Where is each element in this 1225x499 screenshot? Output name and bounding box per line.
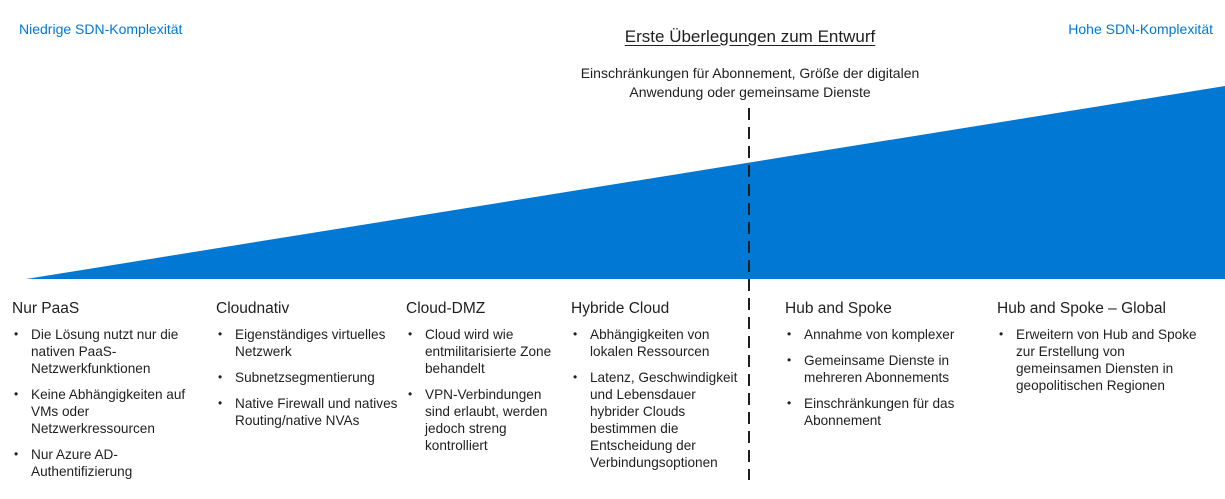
bullet-item: Latenz, Geschwindigkeit und Lebensdauer …	[571, 369, 747, 471]
bullet-item: Native Firewall und natives Routing/nati…	[216, 395, 402, 429]
bullet-item: Keine Abhängigkeiten auf VMs oder Netzwe…	[12, 386, 212, 437]
bullet-list: Erweitern von Hub and Spoke zur Erstellu…	[997, 326, 1202, 394]
column-hub-and-spoke-global: Hub and Spoke – Global Erweitern von Hub…	[997, 300, 1202, 403]
bullet-item: VPN-Verbindungen sind erlaubt, werden je…	[406, 386, 568, 454]
bullet-item: Einschränkungen für das Abonnement	[785, 395, 981, 429]
column-title: Hub and Spoke – Global	[997, 300, 1166, 317]
column-title: Cloud-DMZ	[406, 300, 486, 317]
complexity-wedge	[26, 86, 1225, 279]
column-title: Hybride Cloud	[571, 300, 670, 317]
bullet-list: Eigenständiges virtuelles Netzwerk Subne…	[216, 326, 402, 429]
column-title: Nur PaaS	[12, 300, 80, 317]
bullet-list: Cloud wird wie entmilitarisierte Zone be…	[406, 326, 568, 454]
design-considerations-title: Erste Überlegungen zum Entwurf	[624, 27, 876, 46]
column-title: Cloudnativ	[216, 300, 290, 317]
column-title: Hub and Spoke	[785, 300, 892, 317]
column-hybrid-cloud: Hybride Cloud Abhängigkeiten von lokalen…	[571, 300, 747, 480]
bullet-item: Cloud wird wie entmilitarisierte Zone be…	[406, 326, 568, 377]
bullet-item: Die Lösung nutzt nur die nativen PaaS-Ne…	[12, 326, 212, 377]
bullet-item: Nur Azure AD-Authentifizierung	[12, 446, 212, 480]
bullet-list: Annahme von komplexer Gemeinsame Dienste…	[785, 326, 981, 429]
bullet-list: Abhängigkeiten von lokalen Ressourcen La…	[571, 326, 747, 471]
bullet-item: Subnetzsegmentierung	[216, 369, 402, 386]
bullet-list: Die Lösung nutzt nur die nativen PaaS-Ne…	[12, 326, 212, 480]
low-complexity-label: Niedrige SDN-Komplexität	[19, 21, 183, 37]
design-considerations-subtitle: Einschränkungen für Abonnement, Größe de…	[580, 65, 920, 100]
column-cloud-dmz: Cloud-DMZ Cloud wird wie entmilitarisier…	[406, 300, 568, 463]
column-hub-and-spoke: Hub and Spoke Annahme von komplexer Geme…	[785, 300, 981, 438]
bullet-item: Eigenständiges virtuelles Netzwerk	[216, 326, 402, 360]
bullet-item: Gemeinsame Dienste in mehreren Abonnemen…	[785, 352, 981, 386]
bullet-item: Annahme von komplexer	[785, 326, 981, 343]
column-cloud-native: Cloudnativ Eigenständiges virtuelles Net…	[216, 300, 402, 438]
bullet-item: Abhängigkeiten von lokalen Ressourcen	[571, 326, 747, 360]
high-complexity-label: Hohe SDN-Komplexität	[1068, 21, 1213, 37]
column-paas-only: Nur PaaS Die Lösung nutzt nur die native…	[12, 300, 212, 489]
bullet-item: Erweitern von Hub and Spoke zur Erstellu…	[997, 326, 1202, 394]
